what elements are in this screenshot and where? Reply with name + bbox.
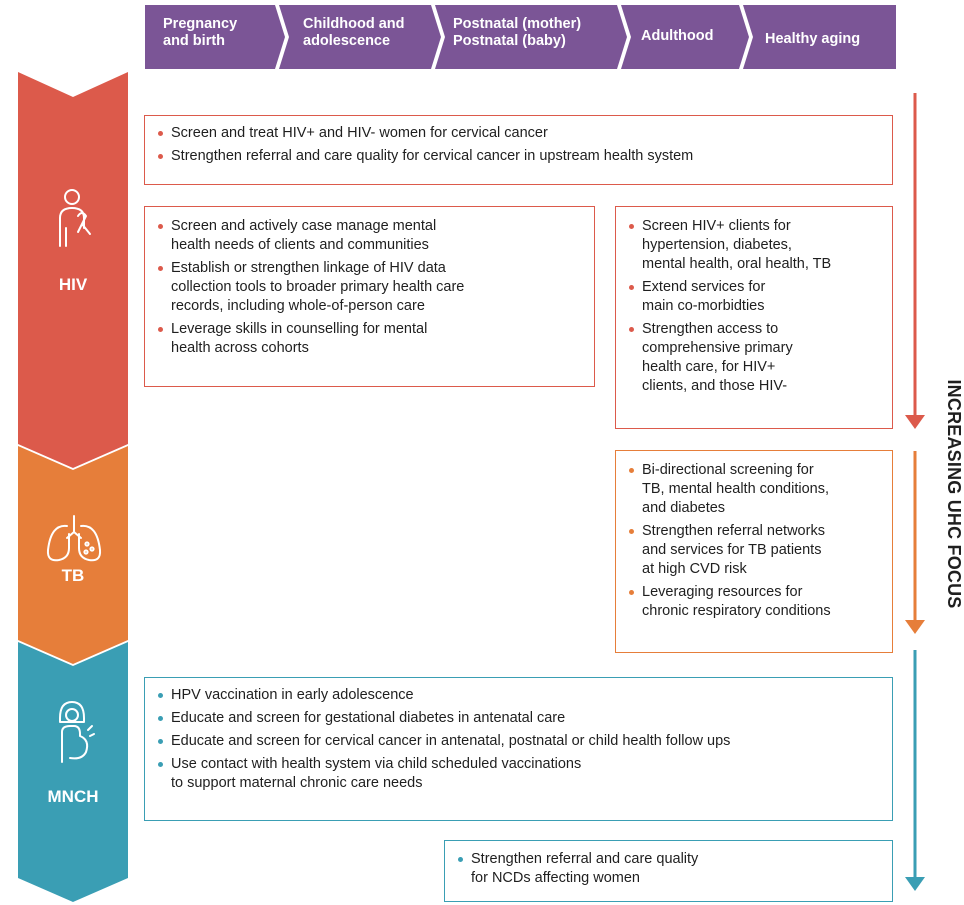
list-item: Bi-directional screening for TB, mental … <box>628 461 884 518</box>
list-item: Educate and screen for cervical cancer i… <box>157 732 882 751</box>
stage-chevron-adulthood <box>621 5 749 69</box>
list-item: Educate and screen for gestational diabe… <box>157 709 882 728</box>
list-item: Screen and treat HIV+ and HIV- women for… <box>157 124 882 143</box>
stage-label-adulthood: Adulthood <box>641 28 714 44</box>
list-item: Use contact with health system via child… <box>157 755 882 793</box>
mnch-wide-box: HPV vaccination in early adolescence Edu… <box>144 677 893 821</box>
hiv-label: HIV <box>58 275 88 294</box>
stage-label-postnatal: Postnatal (mother) Postnatal (baby) <box>453 16 582 49</box>
hiv-band <box>18 72 128 468</box>
list-item: HPV vaccination in early adolescence <box>157 686 882 705</box>
mnch-label: MNCH <box>47 787 99 806</box>
tb-band <box>18 446 128 664</box>
stage-label-childhood: Childhood and adolescence <box>303 16 405 49</box>
tb-box: Bi-directional screening for TB, mental … <box>615 450 893 653</box>
focus-label: INCREASING UHC FOCUS <box>944 379 964 609</box>
list-item: Leveraging resources for chronic respira… <box>628 583 884 621</box>
stage-chevron-childhood <box>279 5 441 69</box>
life-stage-header <box>145 5 896 69</box>
stage-label-healthy-aging: Healthy aging <box>765 31 861 47</box>
list-item: Strengthen referral and care quality for… <box>457 850 882 888</box>
lungs-icon <box>46 515 102 562</box>
focus-arrows <box>905 93 925 891</box>
list-item: Strengthen access to comprehensive prima… <box>628 320 884 396</box>
hiv-focus-arrowhead <box>905 415 925 429</box>
stage-chevron-pregnancy <box>145 5 285 69</box>
stage-chevron-healthy-aging <box>743 5 896 69</box>
stage-label-pregnancy: Pregnancy and birth <box>163 16 238 49</box>
list-item: Screen HIV+ clients for hypertension, di… <box>628 217 884 274</box>
pregnant-woman-icon <box>59 701 95 763</box>
tb-label: TB <box>61 566 85 585</box>
list-item: Screen and actively case manage mental h… <box>157 217 584 255</box>
list-item: Establish or strengthen linkage of HIV d… <box>157 259 584 316</box>
category-band <box>18 72 128 902</box>
stage-chevron-postnatal <box>435 5 627 69</box>
mnch-focus-arrowhead <box>905 877 925 891</box>
list-item: Strengthen referral and care quality for… <box>157 147 882 166</box>
list-item: Leverage skills in counselling for menta… <box>157 320 584 358</box>
list-item: Strengthen referral networks and service… <box>628 522 884 579</box>
hiv-mental-health-box: Screen and actively case manage mental h… <box>144 206 595 387</box>
list-item: Extend services for main co-morbidties <box>628 278 884 316</box>
mnch-band <box>18 642 128 902</box>
mnch-ncd-box: Strengthen referral and care quality for… <box>444 840 893 902</box>
tb-focus-arrowhead <box>905 620 925 634</box>
hiv-comorbidity-box: Screen HIV+ clients for hypertension, di… <box>615 206 893 429</box>
hiv-ribbon-person-icon <box>59 189 91 247</box>
hiv-cervical-box: Screen and treat HIV+ and HIV- women for… <box>144 115 893 185</box>
